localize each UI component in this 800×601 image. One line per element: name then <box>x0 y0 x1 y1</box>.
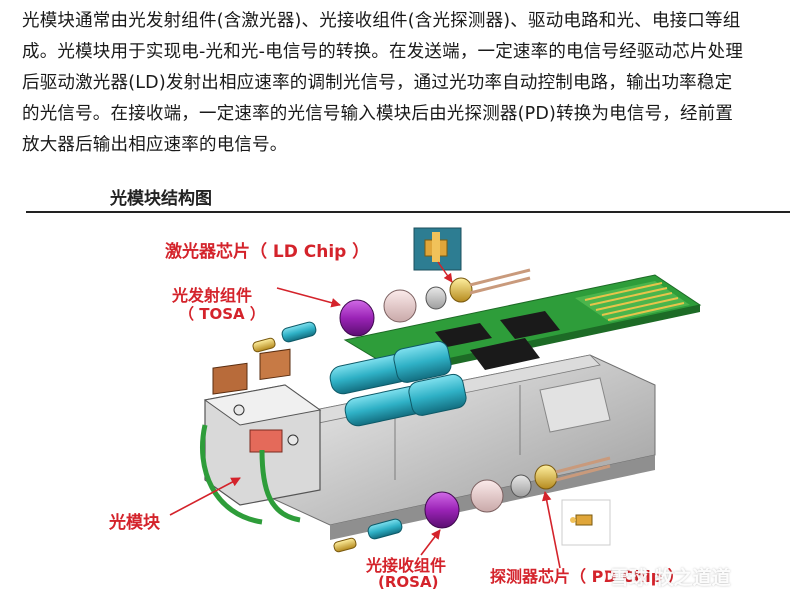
front-port-block <box>199 348 322 525</box>
paragraph-line: 的光信号。在接收端，一定速率的光信号输入模块后由光探测器(PD)转换为电信号，经… <box>22 104 734 124</box>
ld-chip-inset <box>413 227 462 283</box>
paragraph-line: 放大器后输出相应速率的电信号。 <box>22 135 288 155</box>
module-label: 光模块 <box>109 513 160 533</box>
label-arrows <box>169 287 561 569</box>
paragraph-line: 后驱动激光器(LD)发射出相应速率的调制光信号，通过光功率自动控制电路，输出功率… <box>22 73 733 93</box>
tosa-abbrev-label: （ TOSA ） <box>179 305 265 323</box>
rosa-label: 光接收组件 <box>366 556 447 575</box>
pd-chip-inset <box>561 499 611 546</box>
rosa-exploded-parts <box>333 456 611 553</box>
watermark-logo-icon <box>584 565 606 587</box>
gold-finger-contacts <box>575 281 690 322</box>
figure-title-rule <box>26 211 790 213</box>
optical-subassemblies <box>329 340 467 427</box>
tosa-label: 光发射组件 <box>172 286 253 305</box>
ld-chip-label: 激光器芯片（ LD Chip ） <box>165 242 370 262</box>
intro-paragraph: 光模块通常由光发射组件(含激光器)、光接收组件(含光探测器)、驱动电路和光、电接… <box>22 6 792 161</box>
tosa-exploded-parts <box>252 268 531 353</box>
rosa-abbrev-label: (ROSA) <box>378 573 439 591</box>
watermark-text: 雪球 牧之道道 <box>610 567 731 589</box>
paragraph-line: 光模块通常由光发射组件(含激光器)、光接收组件(含光探测器)、驱动电路和光、电接… <box>22 11 741 31</box>
paragraph-line: 成。光模块用于实现电-光和光-电信号的转换。在发送端，一定速率的电信号经驱动芯片… <box>22 42 744 62</box>
figure-title: 光模块结构图 <box>110 189 212 209</box>
